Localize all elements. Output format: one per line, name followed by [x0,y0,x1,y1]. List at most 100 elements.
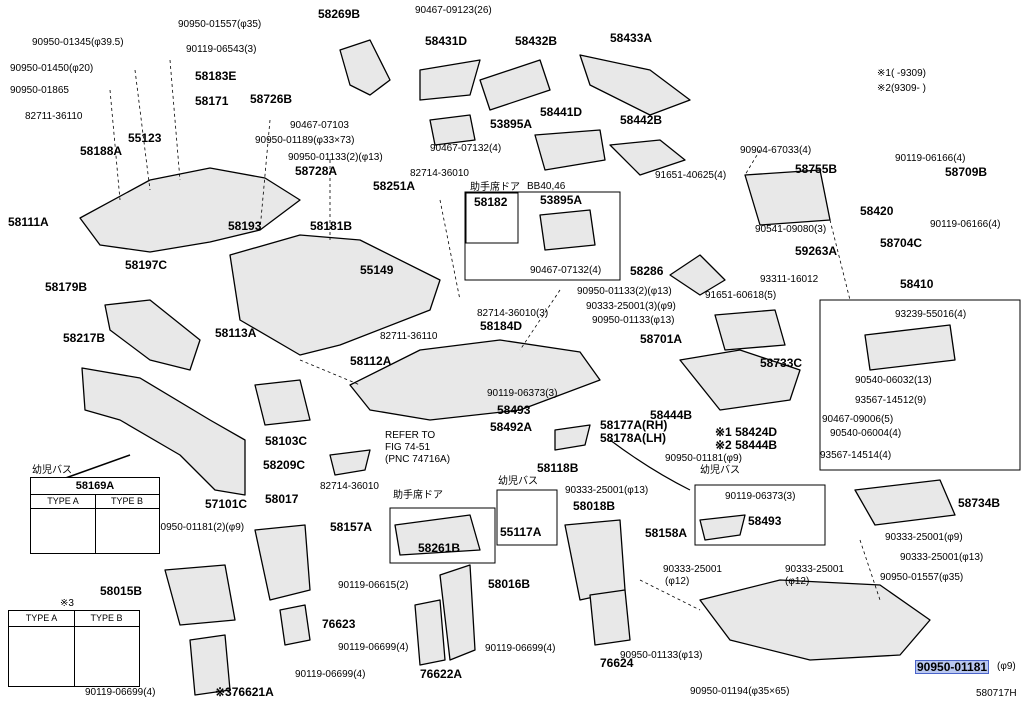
part-label-p47: 90119-06373(3) [487,388,558,399]
part-label-p72: 58016B [488,577,531,591]
part-label-p103: 58444B [650,408,693,422]
part-label-p83: ※2(9309- ) [877,83,926,94]
part-label-p45: 58184D [480,319,523,333]
part-label-p79: 76622A [420,667,463,681]
part-label-p35: 58197C [125,258,168,272]
part-label-p122: 90950-01181 [915,660,990,674]
box-55117A [496,489,558,546]
part-label-p85: 90119-06166(4) [895,153,966,164]
seal-58734B-shape [854,479,956,526]
part-label-p58: 82714-36010 [320,481,379,492]
table-58169A-title: 58169A [75,480,115,492]
center-floor-shape [229,234,441,356]
frame-rail-shape [81,367,246,496]
part-label-p32: 58181B [310,219,353,233]
bracket-53895A-shape [429,114,476,146]
console-58420-shape [744,169,831,226]
part-label-p109: 90950-01181(φ9) [665,453,742,464]
part-label-p98: 93239-55016(4) [895,309,967,320]
box-bb40 [464,191,621,281]
table-76621: TYPE A TYPE B [8,610,140,687]
part-label-p11: 90950-01865 [10,85,69,96]
part-label-p101: 90540-06032(13) [855,375,932,386]
part-label-p123: (φ9) [997,661,1016,672]
plate-58493-shape [699,514,746,541]
panel-76623-shape [279,604,311,646]
panel-58432B-shape [479,59,551,111]
part-label-p15: 82711-36110 [25,111,83,122]
part-label-p27: 助手席ドア [470,182,520,193]
part-label-p86: 91651-40625(4) [655,170,727,181]
shift-boot-shape [669,254,726,296]
part-label-p82: ※1( -9309) [877,68,926,79]
part-label-p16: 55123 [128,131,162,145]
part-label-p55: 58178A(LH) [600,431,667,445]
part-label-p80: 90119-06699(4) [85,687,156,698]
part-label-p14: 90467-07103 [290,120,349,131]
part-label-p68: 58261B [418,541,461,555]
panel-58017-shape [254,524,311,601]
part-label-p57: 幼児バス [32,465,72,476]
part-label-p23: 90950-01133(2)(φ13) [288,152,383,163]
part-label-p17: 90950-01189(φ33×73) [255,135,355,146]
bracket-53895A-inset-shape [539,209,596,251]
box-58182 [465,192,519,244]
frame-58444B-shape [679,349,801,411]
part-label-p75: 90119-06699(4) [338,642,409,653]
part-label-p53: (PNC 74716A) [385,454,451,465]
box-58420 [819,299,1021,471]
part-label-p95: 93311-16012 [760,274,819,285]
part-label-p87: 58755B [795,162,838,176]
part-label-p56: 58209C [263,458,306,472]
part-label-p59: 助手席ドア [393,490,443,501]
part-label-p119: (φ12) [785,576,810,587]
part-label-p112: 58734B [958,496,1001,510]
panel-58433A-shape [579,54,691,116]
table-58169A-type-b: TYPE B [110,496,143,506]
part-label-p64: 58017 [265,492,299,506]
part-label-p29: 58111A [8,215,49,229]
part-label-p42: 90950-01133(φ13) [592,315,675,326]
part-label-p96: 58410 [900,277,934,291]
arrow-line-right [609,439,691,491]
part-label-p19: 58441D [540,105,583,119]
part-label-p115: 90333-25001 [663,564,722,575]
part-label-p7: 90950-01345(φ39.5) [32,37,124,48]
part-label-p49: 58492A [490,420,533,434]
part-label-p92: 58704C [880,236,923,250]
part-label-p21: 90467-07132(4) [430,143,502,154]
part-label-p89: 58420 [860,204,894,218]
part-label-p63: 57101C [205,497,248,511]
part-label-p31: 53895A [540,193,583,207]
part-label-p54: 58177A(RH) [600,418,668,432]
table-76621-type-a: TYPE A [25,613,58,623]
part-label-p52: FIG 74-51 [385,442,431,453]
panel-58018B-shape [564,519,626,601]
plate-58492A-shape [554,424,591,451]
part-label-p99: 58701A [640,332,683,346]
part-label-p25: 82714-36010 [410,168,469,179]
part-label-p121: 90950-01133(φ13) [620,650,703,661]
part-label-p12: 58171 [195,94,229,108]
rear-floor-extension-shape [699,579,931,661]
part-label-p69: 55117A [500,525,542,539]
part-label-p39: 90333-25001(3)(φ9) [586,301,676,312]
part-label-p88: 58709B [945,165,988,179]
part-label-p37: 58179B [45,280,88,294]
part-label-p76: 90119-06699(4) [485,643,556,654]
part-label-p120: 90950-01557(φ35) [880,572,964,583]
part-label-p106: ※1 58424D [715,425,778,439]
bracket-58209C-shape [329,449,371,476]
part-label-p90: 90541-09080(3) [755,224,827,235]
part-label-p38: 90950-01133(2)(φ13) [577,286,672,297]
table-76621-note: ※3 [60,598,74,609]
part-label-p28: BB40,46 [527,181,566,192]
part-label-p50: 58103C [265,434,308,448]
part-label-p71: 90119-06615(2) [338,580,409,591]
part-label-p81: ※376621A [215,685,274,699]
part-label-p26: 58251A [373,179,416,193]
part-label-p8: 90119-06543(3) [186,44,257,55]
part-label-p124: 90950-01194(φ35×65) [690,686,790,697]
part-label-p41: 82714-36010(3) [477,308,549,319]
